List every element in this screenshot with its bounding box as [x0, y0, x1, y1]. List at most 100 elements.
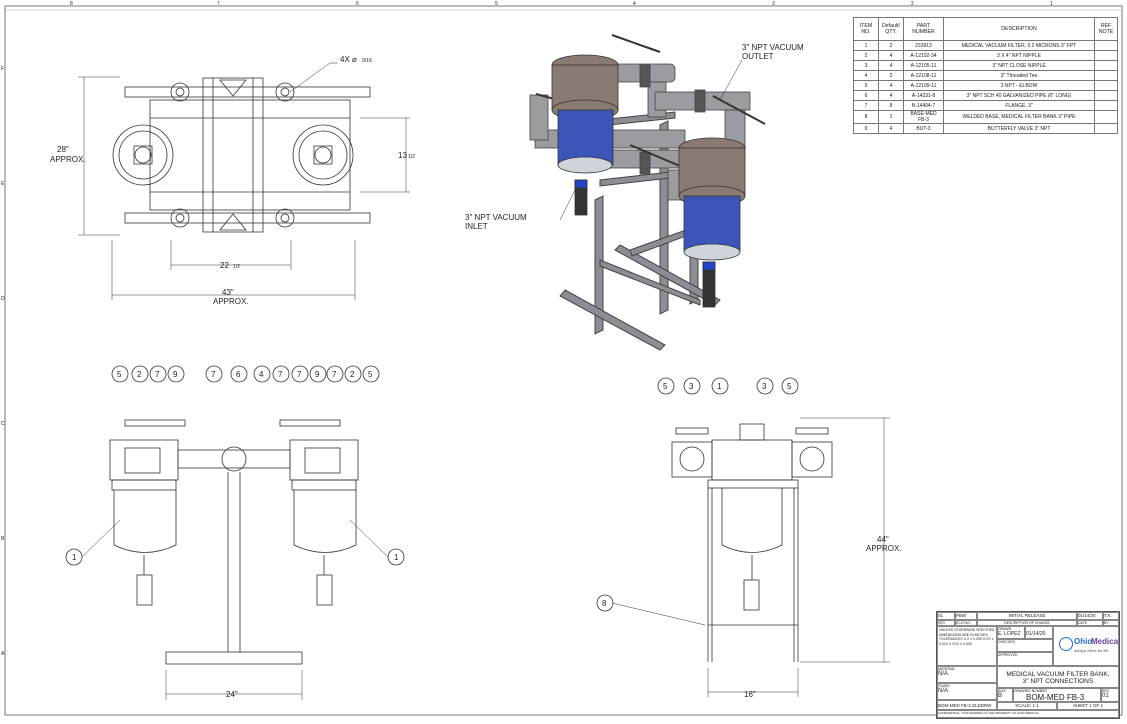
zone-label: 1 [1050, 1, 1053, 7]
rev-header: DESCRIPTION OF CHANGE [977, 620, 1077, 626]
top-view [78, 62, 410, 300]
bom-cell [1094, 100, 1118, 111]
bom-cell: 4 [878, 50, 904, 61]
bom-header: PART NUMBER [903, 17, 944, 41]
sheet-number: SHEET 1 OF 1 [1057, 702, 1119, 710]
balloon-filter-right: 1 [394, 553, 399, 562]
zone-label: 5 [495, 1, 498, 7]
dim-side-fraction: 1/2 [408, 154, 415, 160]
balloon: 1 [717, 382, 722, 391]
zone-label: F [1, 66, 4, 72]
zone-label: A [1, 651, 5, 657]
bom-cell: 1 [878, 110, 904, 124]
drawing-title: MEDICAL VACUUM FILTER BANK,3" NPT CONNEC… [997, 666, 1119, 688]
balloon: 2 [137, 370, 142, 379]
outlet-label: 3" NPT VACUUM [742, 43, 804, 52]
inlet-label: 3" NPT VACUUM [465, 213, 527, 222]
company-name-2: Medical [1091, 637, 1119, 646]
bom-cell: 4 [878, 60, 904, 71]
zone-label: 2 [911, 1, 914, 7]
rev-header: ECO NO. [955, 620, 977, 626]
zone-label: C [1, 421, 5, 427]
dim-height-note: APPROX. [50, 155, 86, 164]
bom-cell [1094, 70, 1118, 81]
rev-date: 01/14/20 [1077, 612, 1103, 620]
drawing-number-label: DRAWING NUMBER [1014, 689, 1047, 693]
zone-label: E [1, 181, 5, 187]
bom-cell: WELDED BASE, MEDICAL FILTER BANK 3" PIPE [943, 110, 1095, 124]
rev-description: INITIAL RELEASE [977, 612, 1077, 620]
approved-label: APPROVED [997, 652, 1053, 666]
bom-cell: 8 [878, 100, 904, 111]
bom-cell: 7 [853, 100, 879, 111]
bom-cell: 3" NPT CLOSE NIPPLE [943, 60, 1095, 71]
holes-callout: 4X ⌀ [340, 55, 357, 64]
balloon: 7 [211, 370, 216, 379]
front-view-balloons: 5 2 7 9 7 6 4 7 7 9 7 2 5 1 1 24" [65, 365, 405, 699]
bom-cell: 4 [853, 70, 879, 81]
dim-side-value: 13 [398, 151, 407, 160]
zone-markers-side: F E D C B A [1, 66, 5, 657]
balloon: 3 [762, 382, 767, 391]
balloon: 7 [278, 370, 283, 379]
balloon: 5 [663, 382, 668, 391]
balloon: 5 [787, 382, 792, 391]
revision-label: REV [1102, 689, 1110, 693]
bom-cell: FLANGE, 3" [943, 100, 1095, 111]
bom-cell: 2 [853, 50, 879, 61]
balloon: 4 [259, 370, 264, 379]
side-view [611, 417, 890, 697]
inlet-label: INLET [465, 222, 488, 231]
bom-cell: BASE-MED FB-3 [903, 110, 944, 124]
bom-cell: 4 [878, 80, 904, 91]
dim-width-note: APPROX. [213, 297, 249, 306]
rev-approval: T.K. [1103, 612, 1119, 620]
zone-label: 7 [217, 1, 220, 7]
zone-markers-top: 8 7 6 5 4 3 2 1 [70, 1, 1053, 7]
drawn-by: E. LOPEZ [998, 631, 1021, 637]
isometric-view [529, 34, 766, 351]
bom-cell [1094, 90, 1118, 101]
balloon: 9 [173, 370, 178, 379]
finish-value: N/A [938, 688, 949, 694]
bom-cell: A-12109-11 [903, 80, 944, 91]
company-logo: Ohio Medical always there for life [1053, 626, 1119, 666]
balloon: 7 [297, 370, 302, 379]
bom-header: Default/ QTY. [878, 17, 904, 41]
rev-letter: 01 [937, 612, 955, 620]
dim-height-value: 28" [57, 145, 69, 154]
material-value: N/A [938, 671, 949, 677]
bom-header-row: ITEM NO. Default/ QTY. PART NUMBER DESCR… [853, 17, 1118, 41]
holes-fraction: 9/16 [362, 58, 372, 64]
drawn-label-text: DRAWN [998, 627, 1012, 631]
rev-header: BY [1103, 620, 1119, 626]
zone-label: B [1, 536, 5, 542]
zone-label: 8 [70, 1, 73, 7]
top-view-dimensions: 28" APPROX. 43" APPROX. 22 1/2 13 1/2 4X… [50, 55, 415, 306]
balloon: 3 [689, 382, 694, 391]
drawn-date: 01/14/20 [1025, 626, 1053, 639]
confidential-note: CONFIDENTIAL: THIS DRAWING IS THE PROPER… [937, 710, 1119, 718]
zone-label: 4 [633, 1, 636, 7]
bom-cell [1094, 123, 1118, 134]
bom-cell: A-12102-34 [903, 50, 944, 61]
balloon: 5 [368, 370, 373, 379]
balloon: 2 [350, 370, 355, 379]
bom-cell: 3" Threaded Tee [943, 70, 1095, 81]
size-label: SIZE [998, 689, 1006, 693]
bom-cell: A-12108-11 [903, 70, 944, 81]
outlet-label: OUTLET [742, 52, 774, 61]
zone-label: 3 [772, 1, 775, 7]
bom-cell: B-14404-7 [903, 100, 944, 111]
sheet-border [4, 5, 1123, 716]
revision-value: 01 [1102, 693, 1109, 699]
